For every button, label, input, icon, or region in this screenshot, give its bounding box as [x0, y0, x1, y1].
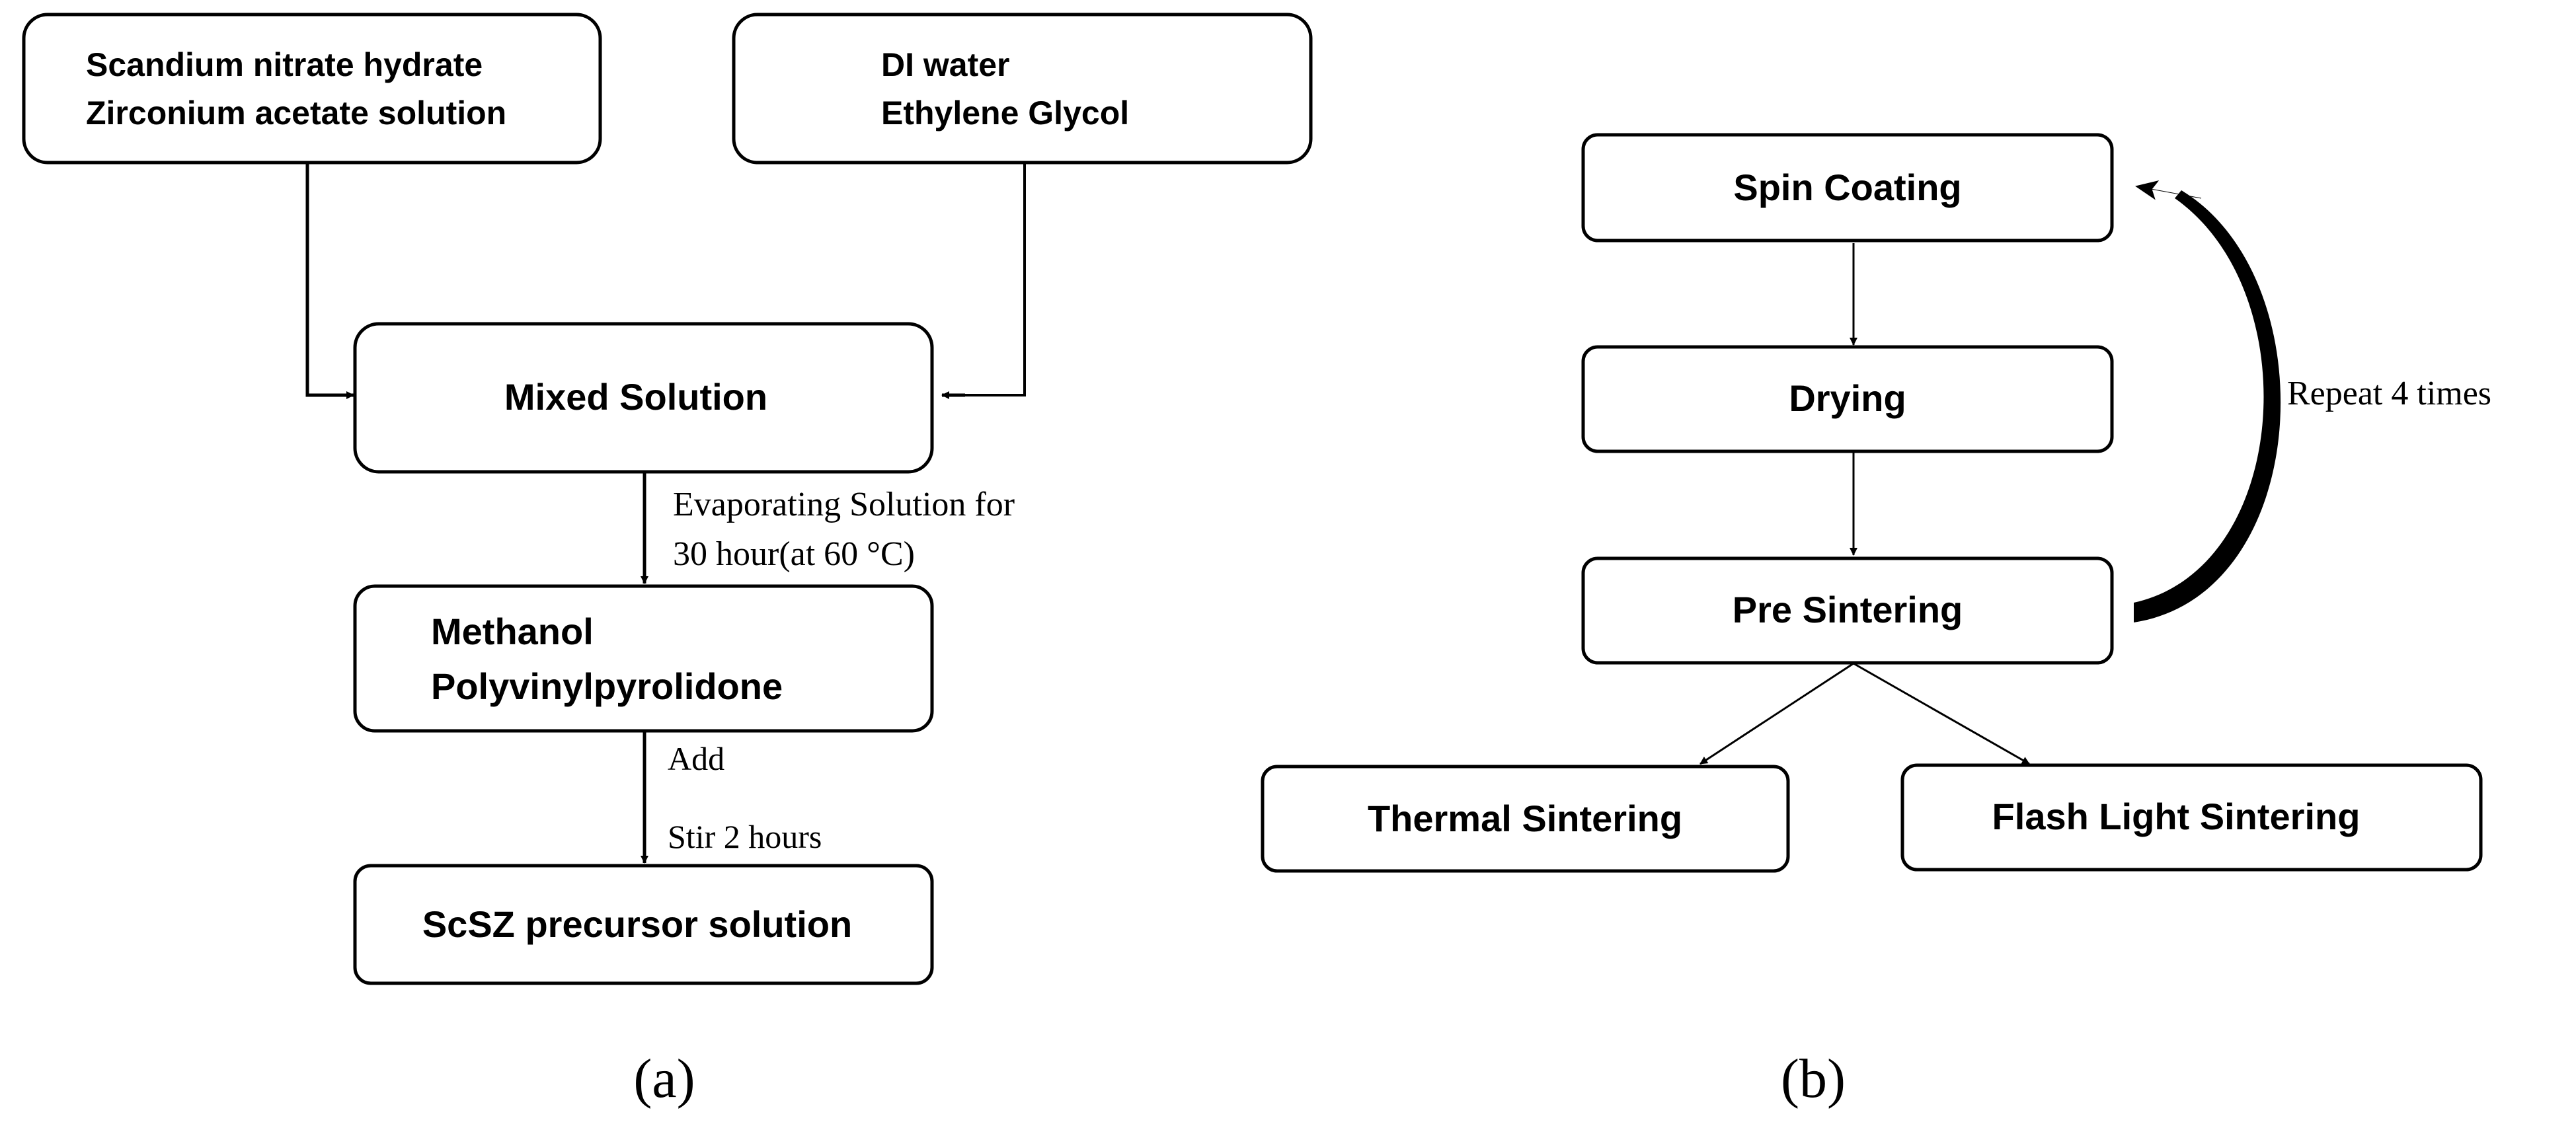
evaporating-label-line2: 30 hour(at 60 °C) [673, 535, 915, 573]
drying-label: Drying [1789, 377, 1906, 419]
spin-coating-label: Spin Coating [1733, 167, 1961, 208]
polyvinylpyrolidone-label: Polyvinylpyrolidone [431, 665, 783, 707]
mixed-solution-box: Mixed Solution [353, 322, 934, 474]
drying-box: Drying [1581, 345, 2114, 453]
ethylene-glycol-label: Ethylene Glycol [881, 94, 1129, 132]
thermal-sintering-label: Thermal Sintering [1368, 798, 1682, 839]
arrow-pre-to-thermal [1699, 662, 1854, 765]
arrow-scandium-to-mixed [305, 164, 354, 397]
add-label: Add [668, 740, 724, 777]
evaporating-label-line1: Evaporating Solution for [673, 486, 1015, 523]
thermal-sintering-box: Thermal Sintering [1261, 765, 1790, 873]
di-water-label: DI water [881, 46, 1010, 83]
arrow-solvent-to-mixed [942, 164, 1026, 396]
connectors-a [305, 164, 1026, 864]
pre-sintering-label: Pre Sintering [1733, 589, 1963, 630]
panel-b-caption: (b) [1781, 1048, 1846, 1109]
panel-a-caption: (a) [633, 1048, 695, 1109]
methanol-pvp-box: Methanol Polyvinylpyrolidone [353, 584, 934, 733]
spin-coating-box: Spin Coating [1581, 133, 2114, 243]
connectors-b [1699, 243, 2030, 765]
flash-light-sintering-box: Flash Light Sintering [1900, 763, 2483, 872]
mixed-solution-label: Mixed Solution [504, 376, 767, 418]
panel-a: Scandium nitrate hydrate Zirconium aceta… [22, 13, 1313, 1109]
repeat-label: Repeat 4 times [2287, 375, 2491, 412]
scsz-precursor-box: ScSZ precursor solution [353, 864, 934, 985]
zirconium-acetate-label: Zirconium acetate solution [86, 94, 506, 132]
repeat-loop-arrow [2134, 190, 2281, 622]
stir-label: Stir 2 hours [668, 818, 822, 855]
methanol-label: Methanol [431, 611, 594, 652]
scandium-nitrate-label: Scandium nitrate hydrate [86, 46, 483, 83]
arrow-pre-to-flash [1853, 662, 2030, 765]
scsz-precursor-label: ScSZ precursor solution [422, 903, 852, 945]
pre-sintering-box: Pre Sintering [1581, 556, 2114, 665]
di-water-ethylene-box: DI water Ethylene Glycol [732, 13, 1313, 165]
scandium-zirconium-box: Scandium nitrate hydrate Zirconium aceta… [22, 13, 602, 165]
flash-light-sintering-label: Flash Light Sintering [1992, 796, 2361, 837]
panel-b: Repeat 4 times Spin Coating Drying Pre S… [1261, 133, 2491, 1109]
